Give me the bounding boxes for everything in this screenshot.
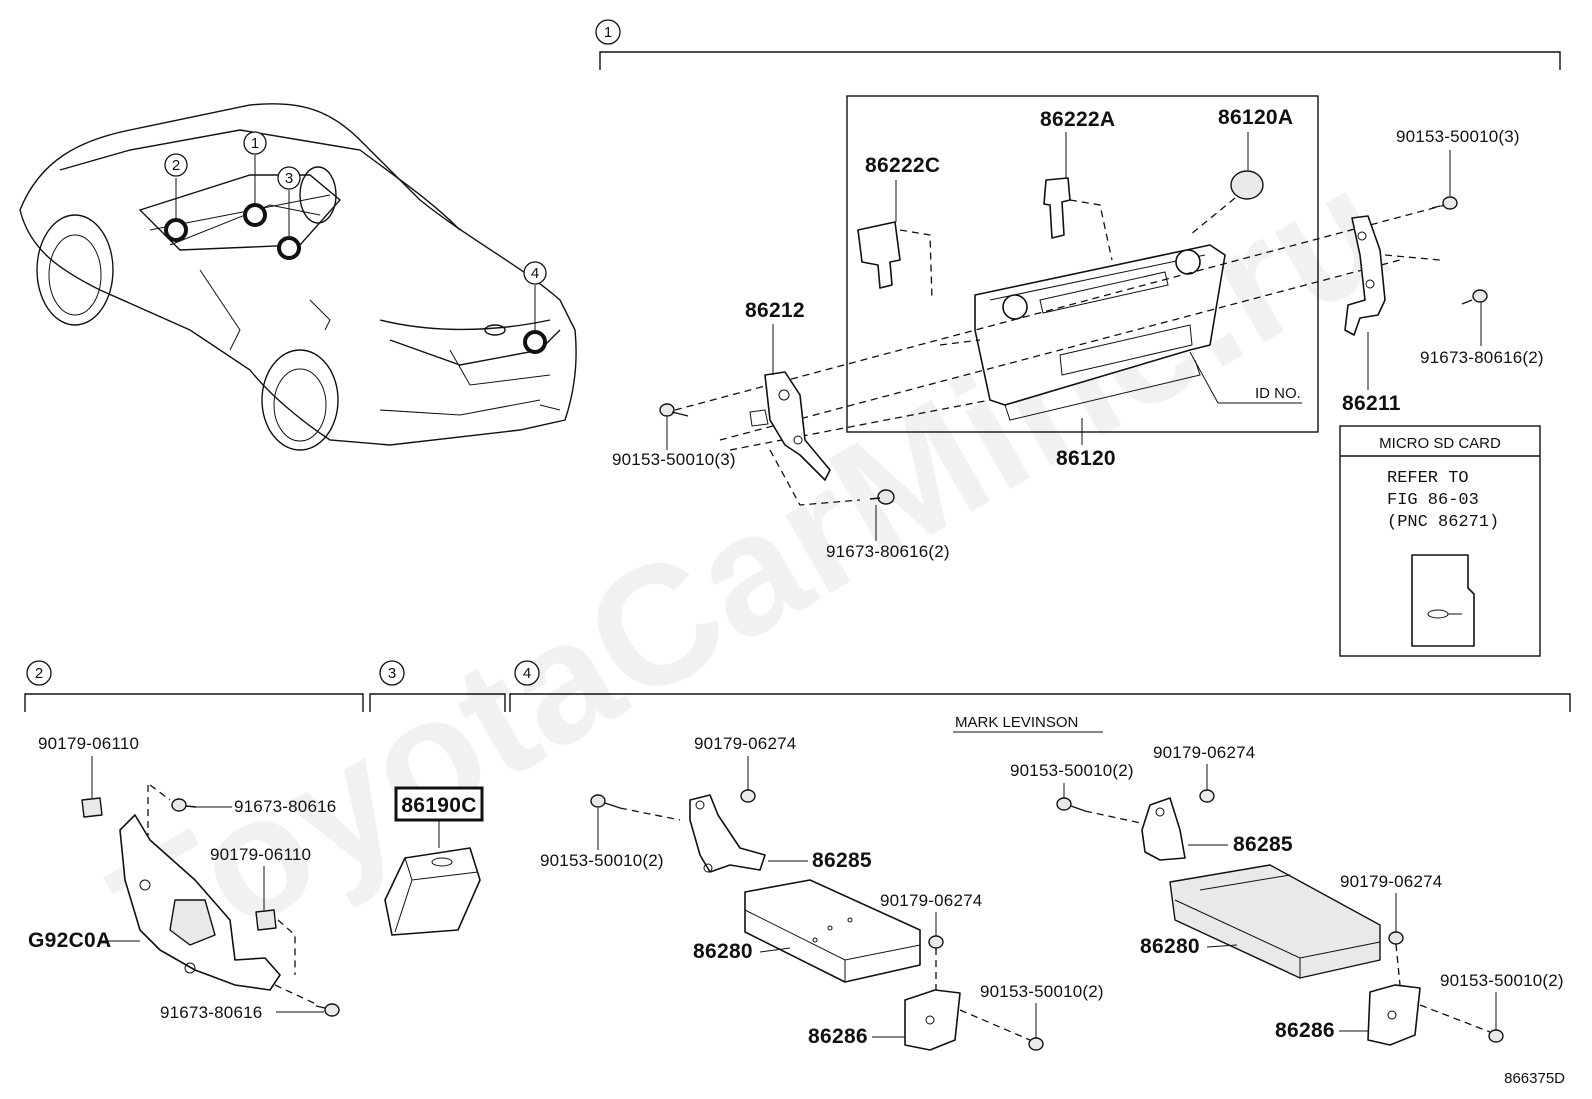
mark-levinson-heading: MARK LEVINSON — [955, 714, 1078, 731]
section-3-bracket — [369, 693, 506, 712]
micro-sd-box: MICRO SD CARD REFER TO FIG 86-03 (PNC 86… — [1339, 425, 1541, 657]
label-86222C: 86222C — [865, 154, 940, 177]
label-left-86280: 86280 — [693, 940, 753, 963]
car-dot-4 — [523, 330, 547, 354]
nut-mid-drawing — [255, 909, 277, 931]
bracket-86211-drawing — [1344, 215, 1441, 336]
right-bracket-86286-drawing — [1367, 984, 1421, 1046]
label-nut-top: 90179-06110 — [38, 734, 139, 753]
right-bracket-86285-drawing — [1141, 797, 1186, 861]
micro-sd-line3: (PNC 86271) — [1387, 513, 1499, 532]
module-86190C-drawing — [384, 847, 481, 936]
section-2-bracket — [24, 693, 364, 712]
section-marker-4: 4 — [523, 665, 531, 682]
label-left-nut-right: 90179-06274 — [880, 891, 982, 910]
label-86212: 86212 — [745, 299, 805, 322]
section-3: 3 86190C — [369, 660, 506, 936]
label-G92C0A: G92C0A — [28, 929, 112, 952]
car-marker-1: 1 — [251, 135, 259, 152]
car-dot-3 — [277, 236, 301, 260]
bracket-86212-drawing — [749, 371, 831, 481]
label-left-bolt-bottom: 90153-50010(2) — [980, 982, 1104, 1001]
figure-code: 866375D — [1504, 1070, 1565, 1087]
car-callouts: 2 1 3 4 — [164, 131, 547, 354]
label-86120: 86120 — [1056, 447, 1116, 470]
section-4-left: 90179-06274 90153-50010(2) 86285 — [540, 734, 1104, 1051]
clip-86222A-drawing — [1043, 177, 1113, 261]
label-left-nut-top: 90179-06274 — [694, 734, 796, 753]
car-dot-2 — [164, 218, 188, 242]
right-amplifier-86280-drawing — [1169, 864, 1381, 979]
section-1: 1 86222A 86120A 86222C — [595, 19, 1561, 561]
left-bracket-86285-drawing — [689, 794, 766, 873]
bolt-top-right-drawing — [1431, 196, 1458, 210]
label-right-nut-right: 90179-06274 — [1340, 872, 1442, 891]
label-86190C-box — [394, 786, 484, 822]
label-86211: 86211 — [1342, 392, 1401, 415]
label-left-bolt: 90153-50010(2) — [540, 851, 664, 870]
headunit-86120-drawing — [939, 244, 1226, 421]
label-86120A: 86120A — [1218, 106, 1293, 129]
section-4-bracket — [509, 693, 1571, 712]
car-marker-2: 2 — [172, 157, 180, 174]
label-right-bolt-bottom: 90153-50010(2) — [1440, 971, 1564, 990]
car-marker-3: 3 — [285, 170, 293, 187]
label-screw-bottom: 91673-80616 — [160, 1003, 262, 1022]
right-nut-right-drawing — [1388, 931, 1404, 945]
label-right-nut-top: 90179-06274 — [1153, 743, 1255, 762]
label-86190C: 86190C — [401, 794, 476, 817]
micro-sd-line1: REFER TO — [1387, 469, 1469, 488]
section-4: 4 MARK LEVINSON 90179-06274 90153-50010(… — [509, 660, 1571, 1051]
car-marker-4: 4 — [531, 265, 539, 282]
screw-right-drawing — [1461, 289, 1488, 305]
bracket-G92C0A-drawing — [119, 814, 281, 991]
knob-86120A-drawing — [1189, 170, 1264, 236]
section-marker-1: 1 — [604, 24, 612, 41]
screw-bottom-drawing — [769, 449, 895, 506]
label-screw-top: 91673-80616 — [234, 797, 336, 816]
left-bracket-86286-drawing — [904, 989, 961, 1051]
nut-top-drawing — [81, 797, 103, 818]
right-bolt-drawing — [1056, 797, 1072, 811]
screw-bottom-drawing — [324, 1003, 340, 1017]
label-id-no: ID NO. — [1255, 385, 1301, 402]
label-bolt-left: 90153-50010(3) — [612, 450, 736, 469]
section-2: 2 90179-06110 91673-80616 G92C0A 90179-0… — [24, 660, 364, 1022]
car-dot-1 — [243, 203, 267, 227]
left-amplifier-86280-drawing — [744, 879, 921, 983]
label-right-86280: 86280 — [1140, 935, 1200, 958]
section-marker-2: 2 — [35, 665, 43, 682]
left-bolt-drawing — [590, 794, 606, 808]
label-left-86285: 86285 — [812, 849, 872, 872]
label-screw-right: 91673-80616(2) — [1420, 348, 1544, 367]
label-right-86285: 86285 — [1233, 833, 1293, 856]
micro-sd-card-icon — [1411, 554, 1475, 647]
label-screw-bottom: 91673-80616(2) — [826, 542, 950, 561]
label-right-bolt: 90153-50010(2) — [1010, 761, 1134, 780]
screw-top-drawing — [171, 798, 187, 812]
left-bolt-bottom-drawing — [1028, 1037, 1044, 1051]
right-nut-top-drawing — [1199, 789, 1215, 803]
right-bolt-bottom-drawing — [1488, 1029, 1504, 1043]
micro-sd-line2: FIG 86-03 — [1387, 491, 1479, 510]
micro-sd-title: MICRO SD CARD — [1379, 435, 1501, 452]
clip-86222C-drawing — [857, 221, 933, 301]
label-left-86286: 86286 — [808, 1025, 868, 1048]
label-nut-mid: 90179-06110 — [210, 845, 311, 864]
left-nut-top-drawing — [740, 789, 756, 803]
car-illustration — [19, 103, 577, 451]
section-marker-3: 3 — [388, 665, 396, 682]
label-bolt-top-right: 90153-50010(3) — [1396, 127, 1520, 146]
bolt-left-drawing — [659, 403, 689, 417]
section-1-bracket — [599, 51, 1561, 70]
label-right-86286: 86286 — [1275, 1019, 1335, 1042]
left-nut-right-drawing — [928, 935, 944, 949]
label-86222A: 86222A — [1040, 108, 1115, 131]
section-4-right: 90153-50010(2) 90179-06274 86285 86280 — [1010, 743, 1564, 1046]
